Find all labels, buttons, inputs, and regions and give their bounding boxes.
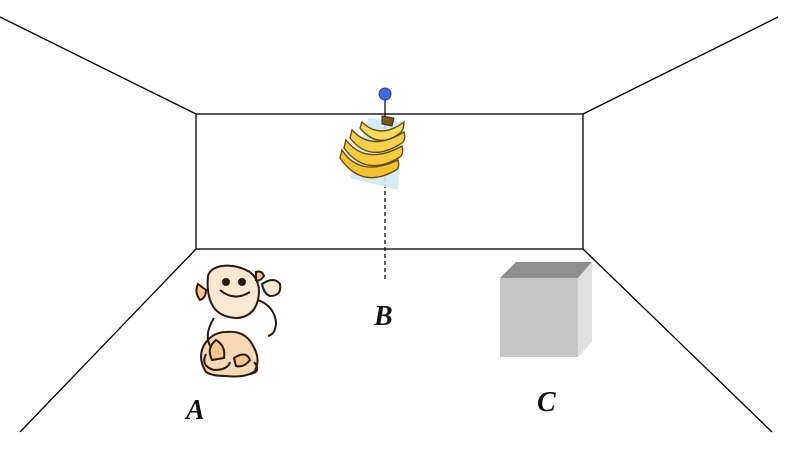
monkey-icon — [195, 264, 282, 378]
label-c: C — [537, 387, 556, 418]
pin-icon — [378, 87, 392, 101]
label-a: A — [184, 395, 205, 426]
ceiling-edge-left — [0, 16, 197, 115]
floor-edge-right — [582, 248, 773, 433]
label-b: B — [373, 301, 393, 332]
floor-edge-left — [19, 248, 197, 433]
banana-icon — [339, 115, 406, 190]
room-lines — [0, 16, 779, 433]
ceiling-edge-right — [582, 16, 779, 115]
box-icon — [500, 262, 592, 357]
back-wall — [195, 113, 584, 250]
hanging-bananas — [339, 87, 406, 280]
